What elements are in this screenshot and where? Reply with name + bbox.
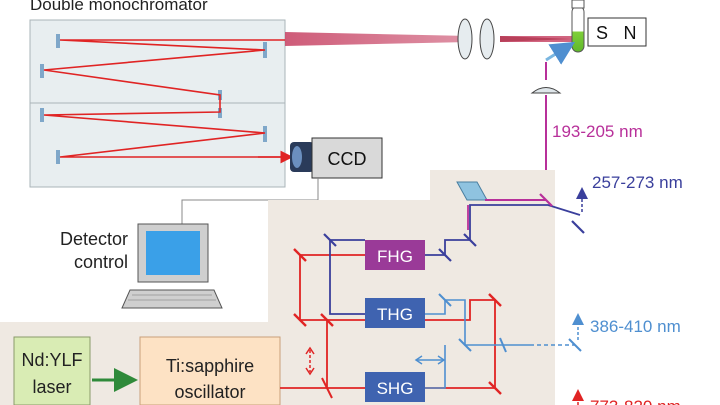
uv-beam-to-sample xyxy=(545,41,576,65)
blue-mirrors xyxy=(323,220,585,262)
tisapphire-box xyxy=(139,336,281,405)
focus-cone-tip xyxy=(500,36,572,42)
monochromator-title: Double monochromator xyxy=(30,0,208,14)
light-blue-beam-paths xyxy=(425,299,575,389)
ndylf-label-line1: Nd:YLF xyxy=(21,350,82,370)
ndylf-laser-box xyxy=(13,336,91,405)
wl-773-label: 773-820 nm xyxy=(590,397,681,405)
sample-n-label: N xyxy=(624,23,637,43)
detector-label-line1: Detector xyxy=(60,229,128,249)
shg-box xyxy=(365,372,425,402)
tisapphire-label-line1: Ti:sapphire xyxy=(166,356,254,376)
light-blue-mirrors xyxy=(438,293,582,353)
fhg-label: FHG xyxy=(377,247,413,266)
laser-setup-area xyxy=(0,170,555,405)
collection-lenses xyxy=(457,18,495,60)
uv-turning-mirror xyxy=(539,193,553,207)
wl-386-label: 386-410 nm xyxy=(590,317,681,336)
red-polarization-marker xyxy=(305,346,315,376)
sample-s-label: S xyxy=(596,23,608,43)
collection-cone xyxy=(285,32,470,46)
sample-tube-icon xyxy=(571,0,585,53)
wl-193-label: 193-205 nm xyxy=(552,122,643,141)
sample-magnet-box xyxy=(587,17,647,47)
uv-focus-lens xyxy=(530,87,562,94)
fhg-box xyxy=(365,240,425,270)
ccd-cable xyxy=(181,178,319,225)
blue-polarization-marker xyxy=(414,355,446,365)
thg-label: THG xyxy=(377,305,413,324)
thg-box xyxy=(365,298,425,328)
shg-label: SHG xyxy=(377,379,414,398)
ndylf-label-line2: laser xyxy=(32,377,71,397)
ccd-camera-icon xyxy=(290,137,383,179)
computer-icon xyxy=(121,223,223,309)
detector-label-line2: control xyxy=(74,252,128,272)
wl-257-label: 257-273 nm xyxy=(592,173,683,192)
tisapphire-label-line2: oscillator xyxy=(174,382,245,402)
ccd-label: CCD xyxy=(328,149,367,169)
red-mirrors xyxy=(293,248,502,395)
monochromator-beam xyxy=(43,39,285,158)
